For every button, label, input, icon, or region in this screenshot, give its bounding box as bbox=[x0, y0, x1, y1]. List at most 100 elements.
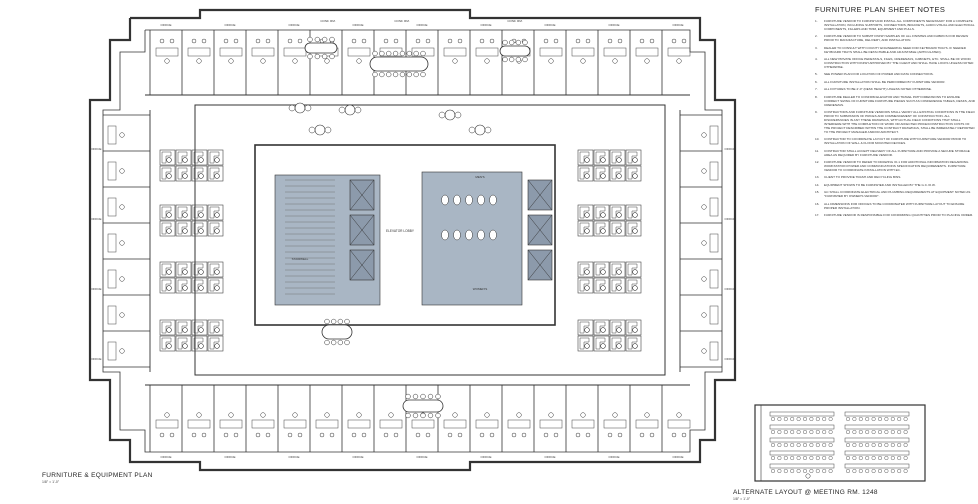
l-shaped-desk bbox=[193, 279, 204, 292]
l-shaped-desk bbox=[177, 151, 188, 164]
office-chair bbox=[484, 58, 490, 64]
task-chair bbox=[198, 157, 204, 163]
sheet-note-text: ALL NEW PRIVATE OFFICE PEDESTALS, FILES,… bbox=[824, 57, 974, 69]
office-chair bbox=[388, 412, 394, 418]
office-desk-side bbox=[709, 305, 719, 325]
training-chair bbox=[897, 469, 902, 474]
conference-chair bbox=[420, 412, 426, 419]
office-desk bbox=[283, 47, 307, 57]
office-room-label: OFFICE bbox=[289, 23, 300, 27]
task-chair bbox=[214, 269, 220, 275]
lounge-chair bbox=[304, 104, 312, 112]
guest-chair bbox=[191, 432, 197, 438]
training-chair bbox=[858, 430, 863, 435]
conference-chair bbox=[314, 53, 320, 60]
sheet-note-8: 8.FURNITURE DEALER TO CONFIRM ELEVATOR A… bbox=[815, 95, 975, 108]
office-desk bbox=[251, 419, 275, 429]
training-chair bbox=[783, 456, 788, 461]
training-chair bbox=[858, 443, 863, 448]
l-shaped-desk bbox=[193, 263, 204, 276]
office-room-label: OFFICE bbox=[91, 357, 102, 361]
office-chair bbox=[260, 412, 266, 418]
office-desk-side bbox=[107, 125, 117, 145]
training-chair bbox=[796, 430, 801, 435]
office-room-label: OFFICE bbox=[725, 217, 736, 221]
workstation-cubicle bbox=[175, 319, 192, 336]
training-chair bbox=[771, 430, 776, 435]
training-chair bbox=[783, 469, 788, 474]
toilet-fixture bbox=[477, 194, 485, 206]
training-chair bbox=[822, 469, 827, 474]
training-table bbox=[844, 450, 910, 456]
office-room-label: OFFICE bbox=[725, 147, 736, 151]
l-shaped-desk bbox=[579, 206, 590, 219]
sheet-note-text: CONTRACTOR SHALL ACCEPT DELIVERY OF ALL … bbox=[824, 148, 970, 157]
training-chair bbox=[890, 469, 895, 474]
office-chair bbox=[324, 58, 330, 64]
guest-chair bbox=[393, 38, 399, 44]
l-shaped-desk bbox=[177, 167, 188, 180]
conference-chair bbox=[515, 39, 521, 46]
office-room-label: OFFICE bbox=[91, 217, 102, 221]
task-chair bbox=[616, 269, 622, 275]
conference-chair bbox=[331, 339, 337, 346]
conference-chair bbox=[435, 393, 441, 400]
workstation-cubicle bbox=[593, 335, 610, 352]
office-chair bbox=[612, 412, 618, 418]
conference-chair bbox=[427, 393, 434, 400]
sheet-note-12: 12.FURNITURE VENDOR TO REFER TO DRAWING … bbox=[815, 160, 975, 173]
conference-chair bbox=[372, 71, 378, 78]
office-desk bbox=[507, 419, 531, 429]
conference-chair bbox=[420, 50, 426, 57]
l-shaped-desk bbox=[611, 337, 622, 350]
training-chair bbox=[903, 417, 908, 422]
task-chair bbox=[616, 212, 622, 218]
guest-chair bbox=[479, 432, 485, 438]
guest-chair bbox=[457, 38, 463, 44]
task-chair bbox=[600, 327, 606, 333]
l-shaped-desk bbox=[611, 222, 622, 235]
sheet-note-text: FURNITURE VENDOR IS RESPONSIBLE FOR CONF… bbox=[824, 213, 974, 218]
office-desk bbox=[539, 419, 563, 429]
task-chair bbox=[584, 285, 590, 291]
sheet-note-text: CLIENT TO PROVIDE TRASH AND RECYCLING BI… bbox=[824, 175, 902, 180]
training-table bbox=[844, 424, 910, 430]
task-chair bbox=[214, 343, 220, 349]
lounge-chair bbox=[308, 126, 316, 134]
workstation-cubicle bbox=[609, 261, 626, 278]
task-chair bbox=[214, 285, 220, 291]
sheet-note-number: 16. bbox=[815, 201, 820, 206]
conference-chair bbox=[399, 50, 406, 57]
l-shaped-desk bbox=[611, 167, 622, 180]
l-shaped-desk bbox=[579, 337, 590, 350]
conference-chair bbox=[392, 50, 399, 57]
guest-chair bbox=[201, 432, 207, 438]
conference-chair bbox=[379, 71, 385, 78]
guest-chair bbox=[201, 38, 207, 44]
lounge-table bbox=[474, 124, 486, 136]
training-chair bbox=[852, 469, 857, 474]
training-chair bbox=[865, 417, 870, 422]
training-chair bbox=[809, 430, 814, 435]
l-shaped-desk bbox=[579, 279, 590, 292]
office-desk-side bbox=[709, 269, 719, 289]
guest-chair bbox=[319, 432, 325, 438]
workstation-cubicle bbox=[191, 165, 208, 182]
training-chair bbox=[884, 430, 889, 435]
task-chair bbox=[182, 157, 188, 163]
guest-chair bbox=[489, 38, 495, 44]
office-chair bbox=[548, 58, 554, 64]
office-desk bbox=[667, 419, 691, 429]
office-chair bbox=[164, 58, 170, 64]
l-shaped-desk bbox=[161, 337, 172, 350]
task-chair bbox=[600, 269, 606, 275]
conference-chair bbox=[412, 412, 419, 419]
elevator-shaft-cross bbox=[349, 179, 375, 211]
office-chair bbox=[516, 412, 522, 418]
office-desk-side bbox=[107, 197, 117, 217]
conference-chair bbox=[314, 36, 320, 43]
training-chair bbox=[809, 469, 814, 474]
conference-chair bbox=[427, 412, 434, 419]
sheet-note-text: CONTRACTORS AND FURNITURE VENDORS SHALL … bbox=[824, 110, 975, 134]
workstation-cubicle bbox=[609, 220, 626, 237]
